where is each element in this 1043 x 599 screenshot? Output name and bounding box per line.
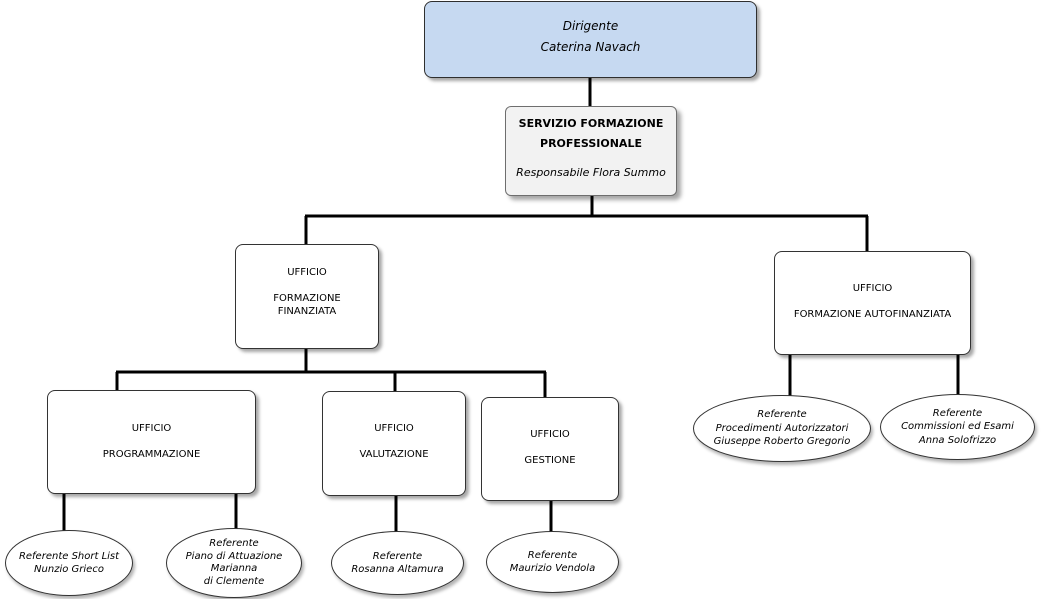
- ref-piano-line4: di Clemente: [203, 575, 265, 587]
- ref-procedimenti-line2: Procedimenti Autorizzatori: [715, 422, 849, 434]
- ufficio-gestione-box: UFFICIO GESTIONE: [481, 397, 619, 501]
- ref-procedimenti-line1: Referente: [757, 409, 807, 421]
- servizio-box: SERVIZIO FORMAZIONE PROFESSIONALE Respon…: [505, 106, 677, 196]
- dirigente-role: Dirigente: [562, 19, 619, 33]
- ref-commissioni-line3: Anna Solofrizzo: [918, 434, 997, 446]
- ref-commissioni-line2: Commissioni ed Esami: [901, 421, 1014, 433]
- programmazione-line1: UFFICIO: [131, 423, 172, 434]
- ufficio-formazione-finanziata-box: UFFICIO FORMAZIONE FINANZIATA: [235, 244, 379, 349]
- ref-valutazione-line1: Referente: [372, 550, 423, 562]
- ref-short-list-line2: Nunzio Grieco: [34, 564, 104, 575]
- programmazione-line2: PROGRAMMAZIONE: [102, 449, 201, 460]
- gestione-line2: GESTIONE: [524, 455, 576, 466]
- referente-valutazione-ellipse: Referente Rosanna Altamura: [331, 531, 464, 595]
- referente-short-list-ellipse: Referente Short List Nunzio Grieco: [5, 530, 133, 596]
- servizio-title-line2: PROFESSIONALE: [540, 137, 642, 151]
- finanziata-line1: UFFICIO: [287, 267, 327, 278]
- ref-piano-line3: Marianna: [210, 563, 258, 574]
- finanziata-line2: FORMAZIONE: [273, 293, 341, 304]
- valutazione-line1: UFFICIO: [374, 423, 414, 434]
- valutazione-line2: VALUTAZIONE: [359, 449, 429, 460]
- servizio-title-line1: SERVIZIO FORMAZIONE: [518, 117, 664, 130]
- dirigente-name: Caterina Navach: [540, 39, 641, 54]
- gestione-line1: UFFICIO: [530, 429, 570, 440]
- servizio-responsible: Responsabile Flora Summo: [516, 165, 666, 179]
- referente-gestione-ellipse: Referente Maurizio Vendola: [486, 531, 619, 593]
- finanziata-line3: FINANZIATA: [277, 306, 337, 317]
- ref-commissioni-line1: Referente: [932, 407, 983, 419]
- ufficio-valutazione-box: UFFICIO VALUTAZIONE: [322, 391, 466, 496]
- ref-valutazione-line2: Rosanna Altamura: [351, 564, 444, 575]
- ref-procedimenti-line3: Giuseppe Roberto Gregorio: [713, 436, 851, 448]
- ufficio-formazione-autofinanziata-box: UFFICIO FORMAZIONE AUTOFINANZIATA: [774, 251, 971, 355]
- referente-commissioni-ellipse: Referente Commissioni ed Esami Anna Solo…: [880, 394, 1035, 460]
- autofinanziata-line1: UFFICIO: [852, 283, 893, 294]
- ref-piano-line2: Piano di Attuazione: [185, 550, 283, 562]
- referente-procedimenti-ellipse: Referente Procedimenti Autorizzatori Giu…: [693, 395, 871, 462]
- referente-piano-attuazione-ellipse: Referente Piano di Attuazione Marianna d…: [166, 528, 302, 598]
- ref-gestione-line1: Referente: [527, 549, 578, 561]
- ref-gestione-line2: Maurizio Vendola: [509, 563, 596, 574]
- ref-piano-line1: Referente: [209, 538, 259, 549]
- autofinanziata-line2: FORMAZIONE AUTOFINANZIATA: [793, 309, 952, 320]
- ref-short-list-line1: Referente Short List: [18, 550, 120, 562]
- ufficio-programmazione-box: UFFICIO PROGRAMMAZIONE: [47, 390, 256, 494]
- dirigente-box: Dirigente Caterina Navach: [424, 1, 757, 78]
